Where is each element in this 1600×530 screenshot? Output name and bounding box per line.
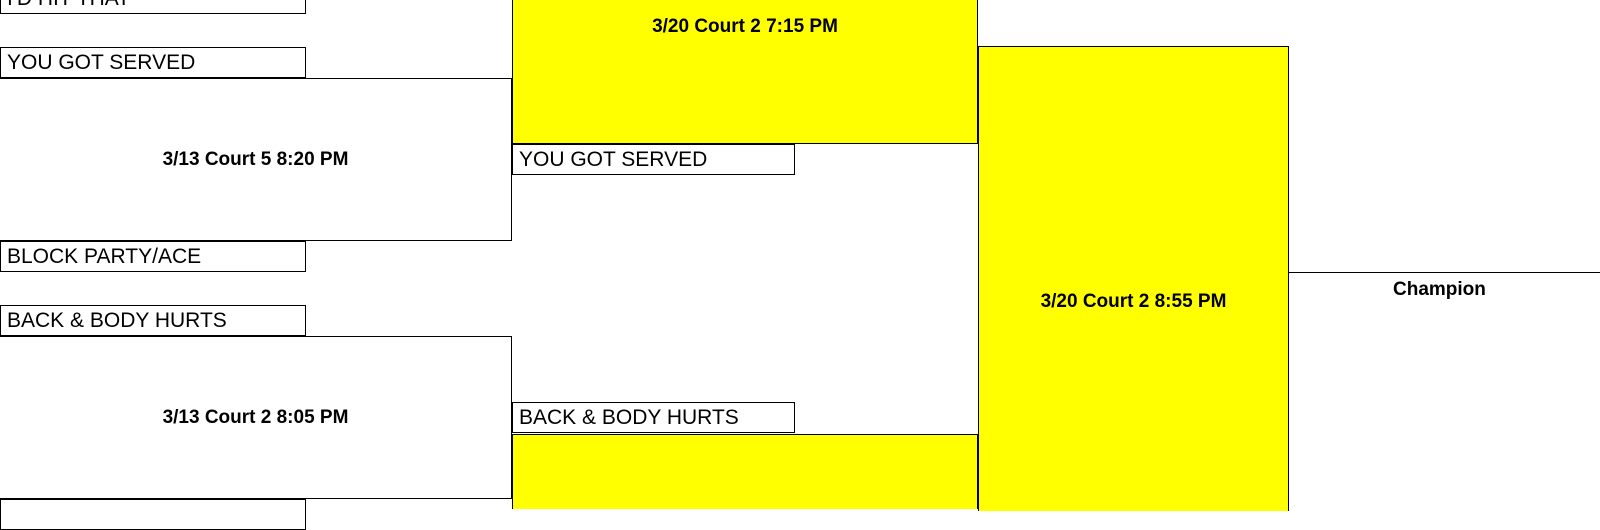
round1-team-1: I'D HIT THAT bbox=[0, 0, 306, 14]
round1-match-1-label: 3/13 Court 5 8:20 PM bbox=[162, 148, 349, 170]
round2-match-1: 3/20 Court 2 7:15 PM bbox=[512, 0, 978, 144]
round1-match-2: 3/13 Court 2 8:05 PM bbox=[0, 336, 512, 499]
final-match-label: 3/20 Court 2 8:55 PM bbox=[1040, 291, 1227, 312]
round1-match-2-label: 3/13 Court 2 8:05 PM bbox=[162, 406, 349, 428]
round1-team-4: BACK & BODY HURTS bbox=[0, 305, 306, 336]
round2-match-2 bbox=[512, 434, 978, 509]
round1-match-1: 3/13 Court 5 8:20 PM bbox=[0, 78, 512, 241]
final-match: 3/20 Court 2 8:55 PM bbox=[978, 46, 1289, 511]
champion-line bbox=[1289, 272, 1600, 273]
round2-team-1: YOU GOT SERVED bbox=[512, 144, 795, 175]
round1-team-2: YOU GOT SERVED bbox=[0, 47, 306, 78]
round2-team-2: BACK & BODY HURTS bbox=[512, 402, 795, 433]
round2-match-1-label: 3/20 Court 2 7:15 PM bbox=[652, 16, 838, 37]
round1-team-5 bbox=[0, 499, 306, 530]
round1-team-3: BLOCK PARTY/ACE bbox=[0, 241, 306, 272]
champion-label: Champion bbox=[1393, 279, 1486, 300]
